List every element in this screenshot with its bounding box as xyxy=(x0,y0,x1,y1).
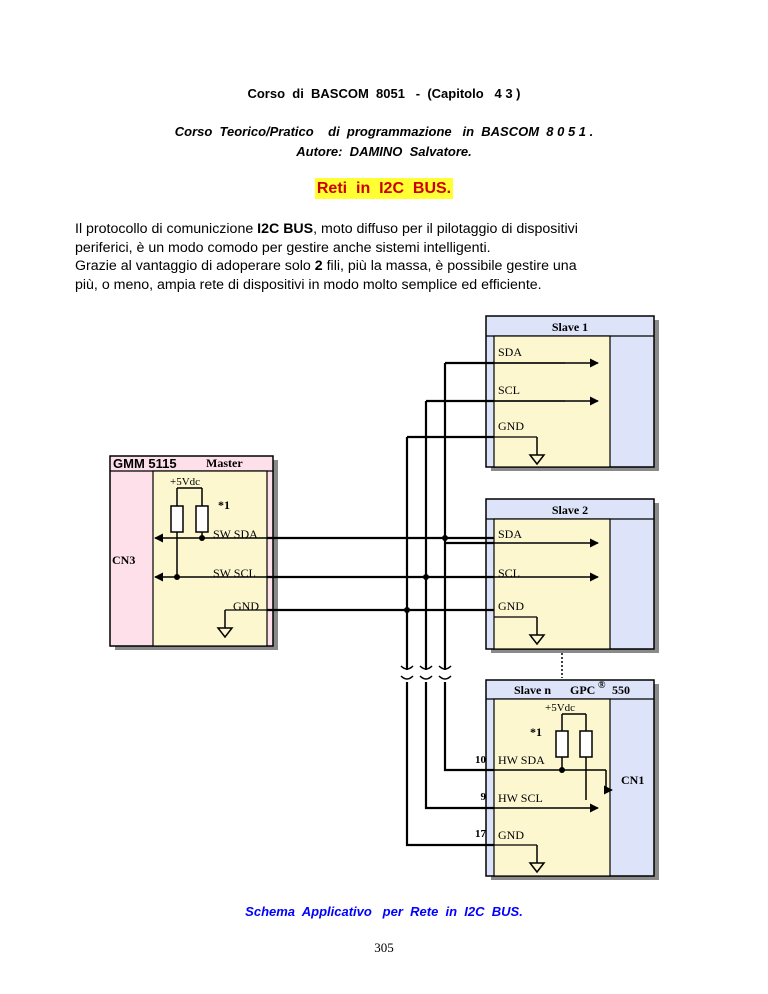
master-box: GMM 5115 Master +5Vdc *1 SW SDA SW SCL G… xyxy=(109,455,278,650)
slave-1-gnd-label: GND xyxy=(498,419,524,433)
slave-2-scl-label: SCL xyxy=(498,566,520,580)
course-title: Corso di BASCOM 8051 - (Capitolo 4 3 ) xyxy=(247,86,521,101)
intro-line-4: più, o meno, ampia rete di dispositivi i… xyxy=(75,276,542,293)
slave-2-title: Slave 2 xyxy=(552,503,588,517)
master-resistor-note: *1 xyxy=(218,498,230,512)
slave-n-pullup-resistors xyxy=(555,713,593,800)
master-connector-label: CN3 xyxy=(112,553,135,567)
i2c-bus-wires xyxy=(267,361,494,847)
slave-n-scl-label: HW SCL xyxy=(498,791,543,805)
section-title: Reti in I2C BUS. xyxy=(314,178,454,199)
i2c-network-diagram: Slave 1 SDA SCL GND GMM 5115 Master +5Vd… xyxy=(109,315,659,880)
slave-n-connector-label: CN1 xyxy=(621,773,644,787)
pin-scl-number: 9 xyxy=(481,791,487,803)
slave-n-gnd-label: GND xyxy=(498,828,524,842)
bus-break-marks xyxy=(400,665,452,680)
registered-mark: ® xyxy=(598,680,606,691)
slave-2-sda-label: SDA xyxy=(498,527,522,541)
slave-1-sda-label: SDA xyxy=(498,345,522,359)
master-supply-label: +5Vdc xyxy=(170,476,200,488)
slave-2-box: Slave 2 SDA SCL GND xyxy=(485,498,659,653)
author-line: Autore: DAMINO Salvatore. xyxy=(296,144,472,159)
slave-n-sda-label: HW SDA xyxy=(498,753,545,767)
slave-2-gnd-label: GND xyxy=(498,599,524,613)
master-gnd-label: GND xyxy=(233,599,259,613)
intro-paragraph: Il protocollo di comuniczione I2C BUS, m… xyxy=(75,220,705,294)
intro-line-2: periferici, è un modo comodo per gestire… xyxy=(75,239,491,256)
section-heading: Reti in I2C BUS. xyxy=(0,178,768,199)
pin-sda-number: 10 xyxy=(475,754,487,766)
master-pullup-resistors xyxy=(170,487,209,580)
slave-1-title: Slave 1 xyxy=(552,320,588,334)
course-subtitle: Corso Teorico/Pratico di programmazione … xyxy=(174,124,594,139)
master-scl-label: SW SCL xyxy=(213,566,256,580)
slave-n-model: 550 xyxy=(612,683,630,697)
wire-count: 2 xyxy=(314,258,323,274)
slave-n-title: Slave n xyxy=(514,683,551,697)
master-role: Master xyxy=(206,456,243,470)
bus-junctions xyxy=(404,535,448,613)
slave-n-resistor-note: *1 xyxy=(530,725,542,739)
slave-n-supply-label: +5Vdc xyxy=(545,702,575,714)
diagram-caption: Schema Applicativo per Rete in I2C BUS. xyxy=(245,904,523,919)
protocol-name: I2C BUS xyxy=(257,221,314,237)
slave-1-scl-label: SCL xyxy=(498,383,520,397)
slave-n-box: Slave n GPC ® 550 +5Vdc *1 HW SDA HW SCL… xyxy=(475,679,659,880)
intro-line-1: Il protocollo di comuniczione I2C BUS, m… xyxy=(75,221,578,237)
master-sda-label: SW SDA xyxy=(213,527,258,541)
page-number: 305 xyxy=(374,940,394,955)
master-brand: GMM 5115 xyxy=(113,456,177,471)
slave-1-box: Slave 1 SDA SCL GND xyxy=(485,315,659,471)
slave-n-brand: GPC xyxy=(570,683,595,697)
intro-line-3: Grazie al vantaggio di adoperare solo 2 … xyxy=(75,258,577,274)
pin-gnd-number: 17 xyxy=(475,828,487,840)
